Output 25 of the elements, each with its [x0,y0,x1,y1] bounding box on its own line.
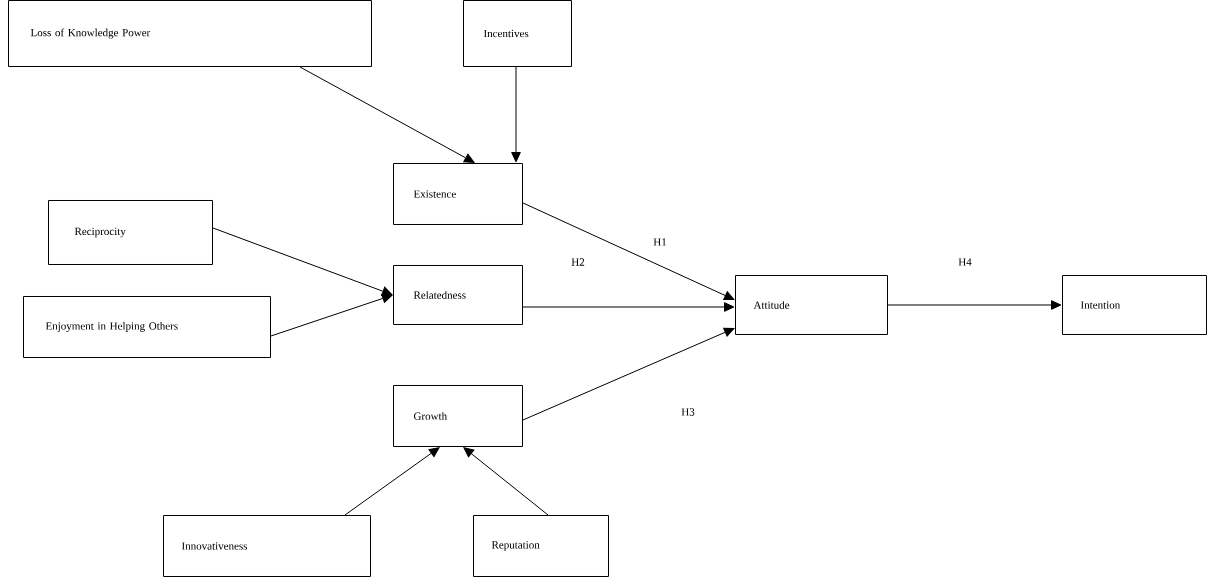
arrow [299,66,475,163]
concept-box: Attitude [735,275,888,335]
concept-box: Enjoyment in Helping Others [23,296,271,358]
concept-box: Existence [393,163,523,225]
concept-box: Innovativeness [163,515,371,577]
concept-box: Reputation [473,515,609,577]
edge-label: H4 [957,257,973,267]
edge-label: H3 [680,407,696,417]
arrow [511,66,521,163]
concept-box: Relatedness [393,265,523,325]
arrow [270,293,393,337]
concept-box: Intention [1062,275,1207,335]
arrow [522,202,735,301]
edge-label: H1 [652,237,668,247]
concept-box: Incentives [463,0,572,67]
edge-label: H2 [570,257,586,267]
arrow [522,302,735,312]
concept-box: Loss of Knowledge Power [8,0,372,67]
arrow [463,447,549,516]
arrow [522,327,735,421]
arrow [887,300,1062,310]
concept-box: Growth [393,385,523,447]
arrow [344,447,440,516]
arrow [212,227,393,296]
concept-box: Reciprocity [48,200,213,265]
